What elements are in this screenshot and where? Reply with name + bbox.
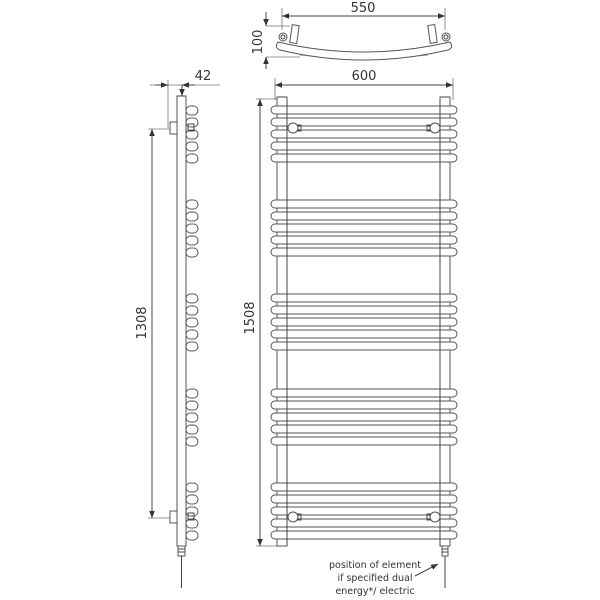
element-annotation: position of element if specified dual en… (329, 560, 421, 597)
front-valve-bottom-right (426, 511, 441, 523)
side-valve-bottom (169, 510, 178, 524)
front-valve-top-left (287, 122, 302, 134)
top-width-label: 550 (351, 1, 376, 16)
curved-bar-top-view (275, 41, 453, 61)
top-depth-label: 100 (251, 30, 266, 55)
front-height-label: 1508 (243, 301, 258, 334)
side-depth-label: 42 (195, 69, 212, 84)
annotation-arrow (414, 563, 439, 577)
side-view: 42 1308 (135, 69, 220, 588)
front-bars (270, 105, 458, 540)
front-width-label: 600 (352, 69, 377, 84)
annotation-line-3: energy*/ electric (335, 586, 414, 597)
annotation-line-1: position of element (329, 560, 421, 571)
front-view: 600 1508 (243, 69, 458, 588)
side-bar-ends (185, 105, 199, 541)
side-centres-label: 1308 (135, 306, 150, 339)
top-view: 550 100 (251, 1, 453, 69)
annotation-line-2: if specified dual (337, 573, 412, 584)
side-valve-top (169, 121, 178, 135)
front-valve-bottom-left (287, 511, 302, 523)
heating-element (441, 545, 449, 588)
front-valve-top-right (426, 122, 441, 134)
side-collector-tube (176, 95, 187, 547)
